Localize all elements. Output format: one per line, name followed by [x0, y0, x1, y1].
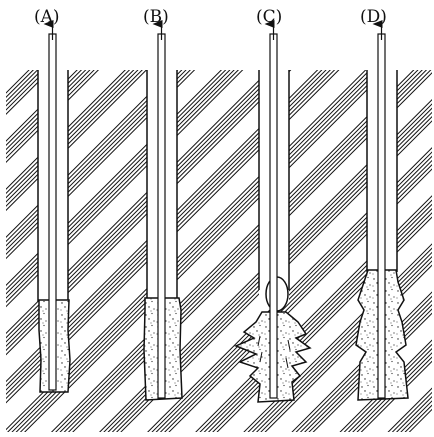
anchor-c [234, 20, 312, 403]
label-c: (C) [256, 7, 282, 27]
tendon-a [48, 33, 57, 391]
label-b: (B) [143, 7, 169, 27]
tendon-c [269, 33, 278, 399]
anchor-b [143, 20, 183, 401]
anchor-d [355, 20, 409, 401]
label-d: (D) [360, 7, 387, 27]
label-a: (A) [34, 7, 60, 27]
tendon-d [377, 33, 386, 399]
anchor-a [37, 20, 71, 393]
tendon-b [157, 33, 166, 399]
